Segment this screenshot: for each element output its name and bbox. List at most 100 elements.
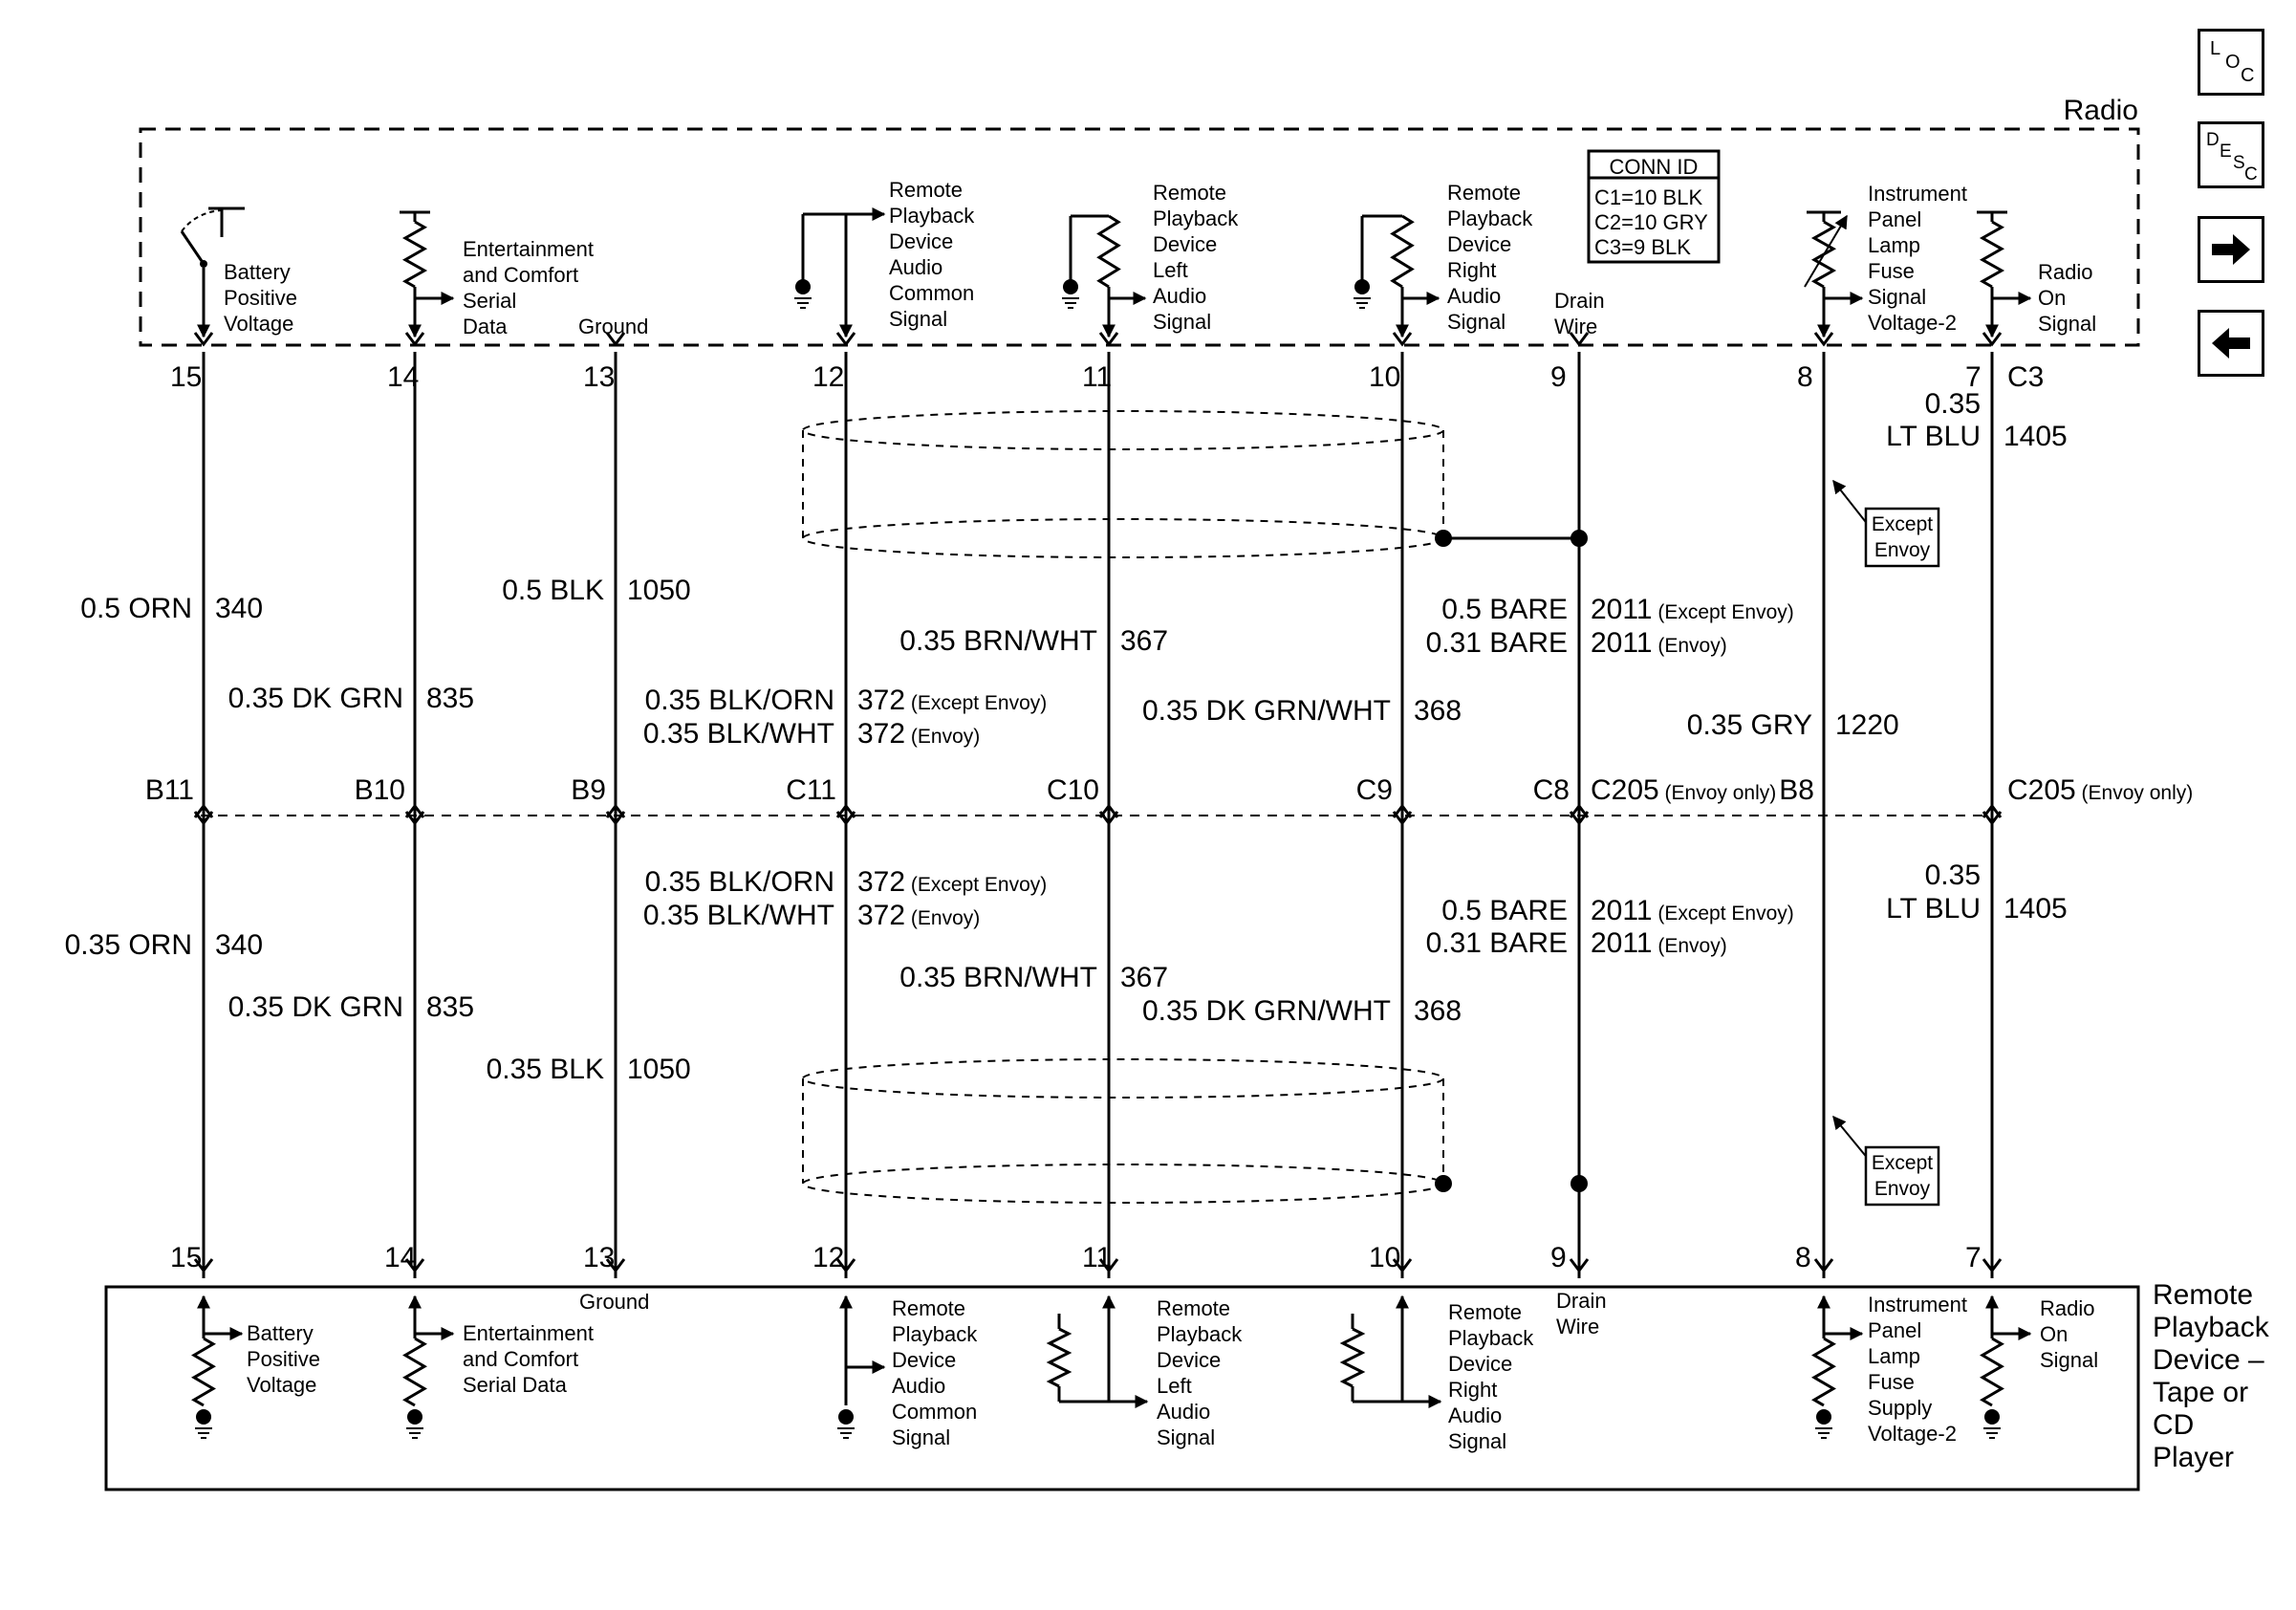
upper-wire-4-circuit-0: 367 (1120, 625, 1168, 657)
player-common-ground-dot (838, 1409, 854, 1425)
player-label-common-line-1: Playback (892, 1322, 978, 1346)
player-common-ground (837, 1409, 855, 1439)
radio-label-left-line-4: Audio (1153, 284, 1206, 308)
player-label-right-line-1: Playback (1448, 1326, 1534, 1350)
radio-label-battery-line-2: Voltage (224, 312, 293, 336)
radio-label-drain-line-0: Drain (1554, 289, 1605, 313)
lower-wire-3-circuit-0: 372 (Except Envoy) (857, 866, 1047, 898)
radio-label-lamp-line-3: Fuse (1868, 259, 1915, 283)
player-battery-ground-dot (196, 1409, 211, 1425)
radio-label-right-line-2: Device (1447, 232, 1511, 256)
desc-button[interactable]: D E S C (2198, 121, 2264, 188)
player-label-ground: Ground (579, 1290, 649, 1314)
player-label-radioon-line-2: Signal (2040, 1348, 2098, 1372)
player-connector-mark-3 (835, 1258, 856, 1273)
inline-pin-C11: C11 (786, 774, 836, 806)
player-connector-mark-0 (193, 1258, 214, 1273)
radio-label-battery-line-0: Battery (224, 260, 291, 284)
desc-letter-d: D (2206, 130, 2220, 150)
player-label-serial-line-2: Serial Data (463, 1373, 568, 1397)
player-label-left-line-0: Remote (1157, 1296, 1230, 1320)
except-envoy-upper-line-1: Envoy (1874, 539, 1931, 561)
radio-label-common-line-4: Common (889, 281, 974, 305)
player-label-lamp-line-0: Instrument (1868, 1293, 1967, 1316)
inline-mark-down-4 (1098, 811, 1119, 826)
player-label-lamp-line-2: Lamp (1868, 1344, 1920, 1368)
upper-wire-8-size-color-1: LT BLU (1886, 421, 1981, 452)
radio-label-serial-line-3: Data (463, 315, 508, 338)
upper-wire-7-circuit-0: 1220 (1835, 709, 1899, 741)
upper-wire-6-note-1: (Envoy) (1653, 635, 1727, 657)
upper-wire-0-size-color-0: 0.5 ORN (80, 593, 192, 624)
radio-connector-mark-6 (1569, 332, 1590, 347)
player-pin-number-14: 14 (384, 1242, 416, 1273)
radio-label-radioon-line-1: On (2038, 286, 2066, 310)
except-envoy-callout-upper (1832, 479, 1940, 568)
upper-wire-5-size-color-0: 0.35 DK GRN/WHT (1142, 695, 1391, 727)
inline-pin-C10: C10 (1047, 774, 1099, 806)
upper-wire-6-note-0: (Except Envoy) (1653, 601, 1794, 623)
radio-label-common-line-0: Remote (889, 178, 963, 202)
radio-label-right-line-5: Signal (1447, 310, 1505, 334)
player-pin-number-11: 11 (1082, 1242, 1112, 1273)
lower-wire-0-size-color-0: 0.35 ORN (65, 929, 192, 961)
player-title-line-5: Player (2153, 1442, 2234, 1473)
player-radioon-resistor (1980, 1337, 2004, 1407)
radio-pin-number-14: 14 (387, 361, 419, 393)
radio-connector-mark-2 (605, 332, 626, 347)
radio-pin-number-12: 12 (812, 361, 844, 393)
player-title-line-1: Playback (2153, 1312, 2270, 1343)
inline-mark-down-2 (605, 811, 626, 826)
radio-label-lamp-line-2: Lamp (1868, 233, 1920, 257)
radio-pin-number-10: 10 (1369, 361, 1400, 393)
radio-connector-name: C3 (2007, 361, 2044, 393)
upper-wire-6-size-color-1: 0.31 BARE (1426, 627, 1568, 659)
player-label-right-line-2: Device (1448, 1352, 1512, 1376)
upper-wire-5-circuit-0: 368 (1414, 695, 1462, 727)
player-label-left-line-2: Device (1157, 1348, 1221, 1372)
wire-layer (202, 352, 1994, 1278)
inline-connector-name-left: C205 (Envoy only) (1591, 774, 1776, 806)
radio-component-box (139, 127, 2140, 347)
radio-label-serial-line-1: and Comfort (463, 263, 578, 287)
player-label-left-line-3: Left (1157, 1374, 1192, 1398)
radio-label-common-line-5: Signal (889, 307, 947, 331)
radioon-resistor (1979, 220, 2005, 289)
battery-switch-dashed (181, 209, 223, 232)
player-radioon-ground (1983, 1409, 2001, 1439)
player-serial-resistor (402, 1337, 427, 1407)
radio-right-ground-dot (1354, 279, 1370, 294)
loc-button[interactable]: L O C (2198, 29, 2264, 96)
diagram-static-layer (104, 127, 2140, 1491)
symbol-layer (180, 207, 2032, 1439)
player-label-radioon-line-1: On (2040, 1322, 2068, 1346)
radio-label-lamp-line-1: Panel (1868, 207, 1921, 231)
loc-letter-o: O (2225, 52, 2241, 73)
player-battery-ground (195, 1409, 212, 1439)
lower-wire-6-size-color-0: 0.5 BARE (1441, 895, 1568, 926)
right-resistor (1390, 214, 1415, 289)
player-serial-ground (406, 1409, 423, 1439)
radio-label-common-line-3: Audio (889, 255, 942, 279)
player-label-left-line-5: Signal (1157, 1425, 1215, 1449)
lower-wire-3-note-1: (Envoy) (905, 907, 980, 929)
inline-pin-B8: B8 (1779, 774, 1814, 806)
lower-wire-8-size-color-0: 0.35 (1925, 859, 1981, 891)
upper-wire-6-circuit-0: 2011 (Except Envoy) (1591, 594, 1794, 625)
radio-label-battery-line-1: Positive (224, 286, 297, 310)
next-page-button[interactable] (2198, 216, 2264, 283)
player-lamp-ground-dot (1816, 1409, 1831, 1425)
radio-label-serial-line-2: Serial (463, 289, 516, 313)
radio-label-lamp-line-0: Instrument (1868, 182, 1967, 206)
inline-pin-C8: C8 (1533, 774, 1570, 806)
lower-shield (802, 1058, 1444, 1204)
player-label-right-line-4: Audio (1448, 1403, 1502, 1427)
lower-wire-1-circuit-0: 835 (426, 991, 474, 1023)
except-envoy-upper-line-0: Except (1872, 513, 1933, 535)
upper-wire-3-size-color-0: 0.35 BLK/ORN (645, 685, 834, 716)
player-title-line-3: Tape or (2153, 1377, 2248, 1408)
description-icon: D E S C (2206, 130, 2258, 185)
prev-page-button[interactable] (2198, 310, 2264, 377)
radio-label-right-line-3: Right (1447, 258, 1496, 282)
